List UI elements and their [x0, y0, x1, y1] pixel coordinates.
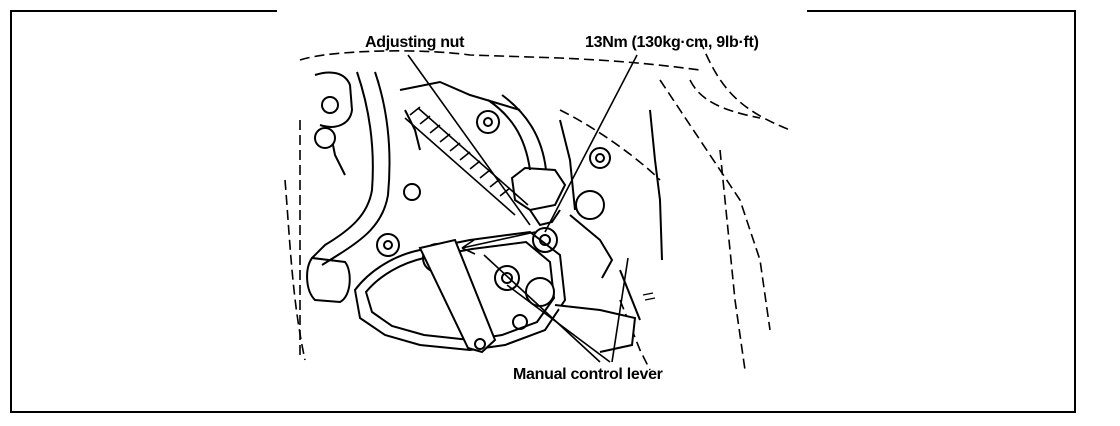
direction-arrow [461, 231, 536, 255]
adjusting-spring [404, 106, 529, 216]
diagram-frame [10, 10, 1076, 413]
small-mark [642, 292, 656, 301]
leader-lines [407, 54, 638, 363]
hose-right [487, 94, 567, 227]
hose-left [306, 71, 391, 304]
adjusting-nut-label: Adjusting nut [365, 34, 465, 51]
housing-solid-lines [314, 71, 663, 321]
manual-control-lever-label: Manual control lever [513, 366, 663, 383]
right-component [525, 190, 637, 353]
manual-control-lever [418, 238, 497, 354]
torque-spec-label: 13Nm (130kg·cm, 9lb·ft) [585, 34, 759, 51]
